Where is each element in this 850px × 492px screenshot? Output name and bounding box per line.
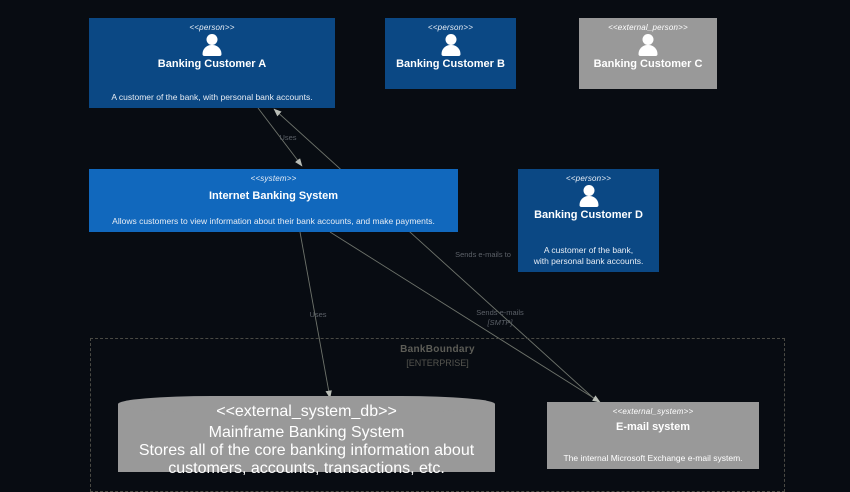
email-description-block: The internal Microsoft Exchange e-mail s… — [547, 453, 759, 469]
customer-a-description: A customer of the bank, with personal ba… — [111, 92, 313, 102]
email-header: <<external_system>> E-mail system — [547, 402, 759, 434]
node-banking-customer-a[interactable]: <<person>> Banking Customer A A customer… — [89, 18, 335, 108]
customer-a-stereotype: <<person>> — [189, 23, 235, 32]
customer-d-header: <<person>> Banking Customer D — [518, 169, 659, 222]
mainframe-stereotype: <<external_system_db>> — [216, 403, 397, 420]
ibs-description-block: Allows customers to view information abo… — [89, 216, 458, 232]
edge-label-sends-emails-to: Sends e-mails to — [428, 250, 538, 260]
person-icon — [201, 34, 223, 56]
customer-b-header: <<person>> Banking Customer B — [385, 18, 516, 71]
customer-a-title: Banking Customer A — [157, 58, 267, 70]
person-icon — [578, 185, 600, 207]
boundary-label: BankBoundary [ENTERPRISE] — [91, 343, 784, 370]
database-body — [118, 404, 495, 472]
edge-label-uses-mainframe-text: Uses — [309, 310, 327, 319]
ibs-description: Allows customers to view information abo… — [112, 216, 435, 226]
person-icon — [440, 34, 462, 56]
email-stereotype: <<external_system>> — [612, 407, 694, 416]
ibs-stereotype: <<system>> — [250, 174, 297, 183]
boundary-name: BankBoundary — [400, 344, 475, 355]
node-internet-banking-system[interactable]: <<system>> Internet Banking System Allow… — [89, 169, 458, 232]
customer-d-description-block: A customer of the bank, with personal ba… — [518, 245, 659, 272]
customer-d-description-line2: with personal bank accounts. — [533, 256, 644, 266]
boundary-type: [ENTERPRISE] — [406, 358, 469, 368]
mainframe-header: <<external_system_db>> Mainframe Banking… — [118, 396, 495, 442]
mainframe-description-block: Stores all of the core banking informati… — [118, 442, 495, 478]
database-top-ellipse — [118, 396, 495, 412]
customer-c-title: Banking Customer C — [593, 58, 703, 70]
customer-d-description-line1: A customer of the bank, — [543, 245, 634, 255]
customer-a-header: <<person>> Banking Customer A — [89, 18, 335, 71]
mainframe-title: Mainframe Banking System — [208, 424, 405, 441]
customer-b-stereotype: <<person>> — [427, 23, 474, 32]
customer-a-description-block: A customer of the bank, with personal ba… — [89, 92, 335, 108]
mainframe-content: <<external_system_db>> Mainframe Banking… — [118, 396, 495, 477]
email-description: The internal Microsoft Exchange e-mail s… — [563, 453, 743, 463]
node-mainframe-banking-system[interactable]: <<external_system_db>> Mainframe Banking… — [118, 396, 495, 477]
edge-label-uses-mainframe: Uses — [288, 310, 348, 320]
edge-label-sends-emails-smtp-protocol: [SMTP] — [487, 317, 513, 327]
edge-label-uses-ibs: Uses — [258, 133, 318, 143]
node-banking-customer-c[interactable]: <<external_person>> Banking Customer C — [579, 18, 717, 89]
edge-label-sends-emails-smtp: Sends e-mails [SMTP] — [445, 308, 555, 327]
ibs-header: <<system>> Internet Banking System — [89, 169, 458, 203]
email-title: E-mail system — [616, 421, 690, 433]
customer-c-stereotype: <<external_person>> — [608, 23, 688, 32]
edge-label-sends-emails-to-text: Sends e-mails to — [455, 250, 511, 259]
person-icon — [637, 34, 659, 56]
node-email-system[interactable]: <<external_system>> E-mail system The in… — [547, 402, 759, 469]
node-banking-customer-b[interactable]: <<person>> Banking Customer B — [385, 18, 516, 89]
ibs-title: Internet Banking System — [209, 190, 338, 202]
customer-b-title: Banking Customer B — [396, 58, 505, 70]
edge-label-uses-ibs-text: Uses — [279, 133, 297, 142]
mainframe-description: Stores all of the core banking informati… — [138, 442, 475, 477]
customer-c-header: <<external_person>> Banking Customer C — [579, 18, 717, 71]
customer-d-title: Banking Customer D — [534, 209, 643, 221]
customer-d-stereotype: <<person>> — [565, 174, 612, 183]
node-banking-customer-d[interactable]: <<person>> Banking Customer D A customer… — [518, 169, 659, 272]
edge-label-sends-emails-smtp-text: Sends e-mails — [476, 308, 524, 317]
